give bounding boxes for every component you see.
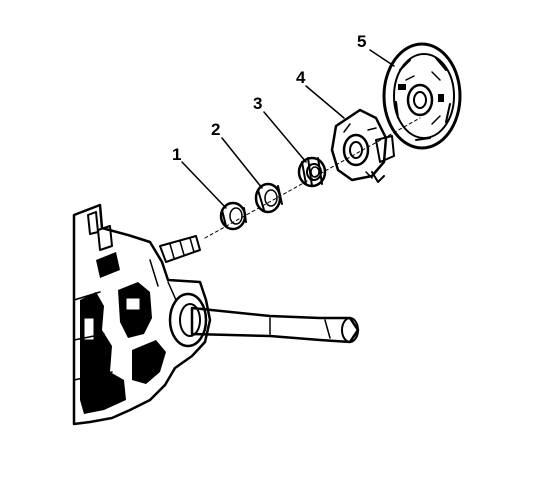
callout-2: 2	[211, 120, 220, 139]
part-2-sleeve	[254, 182, 283, 214]
callout-4: 4	[296, 68, 306, 87]
part-5-plate	[382, 42, 462, 150]
leader-lines	[181, 49, 395, 209]
callout-1: 1	[172, 145, 181, 164]
part-1-bushing	[219, 201, 247, 231]
callout-3: 3	[253, 94, 262, 113]
steering-column-housing	[72, 203, 212, 426]
part-3-spring	[297, 156, 327, 188]
callout-5: 5	[357, 32, 366, 51]
assembly-axis	[204, 117, 421, 239]
part-4-cam	[330, 108, 395, 183]
turn-signal-lever	[168, 292, 360, 348]
